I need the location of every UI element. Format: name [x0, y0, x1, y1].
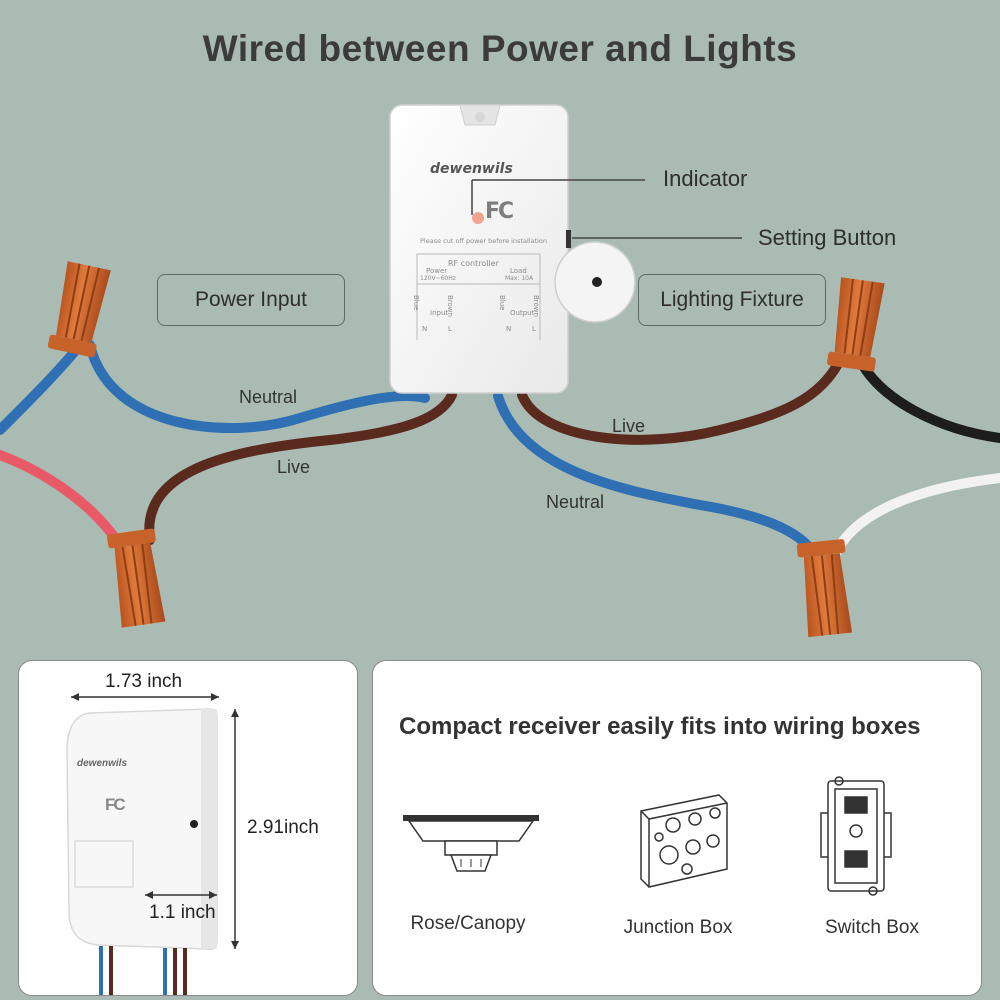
brown-out-label: Brown — [532, 295, 540, 317]
side-view-brand: dewenwils — [77, 758, 128, 769]
blue-in-label: Blue — [412, 295, 420, 311]
wire-blue-neutral-in — [85, 340, 430, 434]
indicator-led — [472, 212, 484, 224]
rose-canopy-icon — [403, 815, 539, 872]
rose-canopy-label: Rose/Canopy — [410, 913, 526, 934]
wiring-boxes-panel: Compact receiver easily fits into wiring… — [372, 660, 982, 996]
wire-nut-bottom-right — [796, 539, 853, 638]
dimensions-panel: dewenwils FC 1.73 inch 2.91inch 1.1 inch — [18, 660, 358, 996]
wire-black-fixture — [855, 355, 1000, 443]
neutral-out-label: Neutral — [546, 492, 605, 512]
wire-brown-live-in — [144, 390, 457, 545]
height-dimension: 2.91inch — [247, 817, 319, 838]
switch-box-icon — [820, 776, 892, 896]
n-out-label: N — [506, 325, 512, 333]
setting-button-icon — [592, 277, 602, 287]
indicator-callout: Indicator — [663, 166, 748, 191]
setting-button-zoom — [554, 241, 636, 323]
wire-red-power — [0, 450, 125, 550]
device-face: dewenwils FC Please cut off power before… — [390, 105, 568, 393]
load-label: Load — [510, 267, 527, 275]
wire-brown-live-out — [517, 355, 845, 445]
wire-blue-power — [0, 340, 85, 435]
boxes-heading: Compact receiver easily fits into wiring… — [399, 713, 921, 740]
rf-receiver-device — [389, 104, 571, 394]
power-label: Power — [426, 267, 448, 275]
live-in-label: Live — [277, 457, 311, 477]
page-title: Wired between Power and Lights — [202, 28, 798, 69]
input-label: Input — [430, 309, 449, 317]
wire-nut-bottom-left — [107, 528, 166, 628]
setting-button-callout: Setting Button — [758, 225, 897, 250]
output-label: Output — [510, 309, 535, 317]
wire-white-fixture — [830, 473, 1000, 560]
power-rating: 120V~60Hz — [420, 275, 456, 282]
lighting-fixture-label: Lighting Fixture — [638, 274, 826, 326]
switch-box-label: Switch Box — [825, 917, 919, 938]
fcc-logo: FC — [485, 199, 514, 224]
l-in-label: L — [448, 325, 452, 333]
live-out-label: Live — [612, 416, 646, 436]
wire-nut-top-right — [827, 277, 885, 372]
n-in-label: N — [422, 325, 428, 333]
blue-out-label: Blue — [498, 295, 506, 311]
device-brand: dewenwils — [430, 161, 513, 177]
power-input-label: Power Input — [157, 274, 345, 326]
junction-box-icon — [640, 794, 728, 888]
depth-dimension: 1.1 inch — [149, 902, 216, 923]
device-warning: Please cut off power before installation — [420, 237, 548, 245]
load-rating: Max: 10A — [505, 275, 534, 282]
neutral-in-label: Neutral — [239, 387, 298, 407]
width-dimension: 1.73 inch — [105, 671, 183, 692]
wire-blue-neutral-out — [493, 391, 820, 560]
module-title: RF controller — [448, 259, 499, 268]
junction-box-label: Junction Box — [623, 917, 733, 938]
side-view-fcc: FC — [105, 795, 126, 814]
wire-nut-top-left — [47, 261, 111, 358]
l-out-label: L — [532, 325, 536, 333]
brown-in-label: Brown — [446, 295, 454, 317]
wiring-diagram — [0, 104, 1000, 638]
